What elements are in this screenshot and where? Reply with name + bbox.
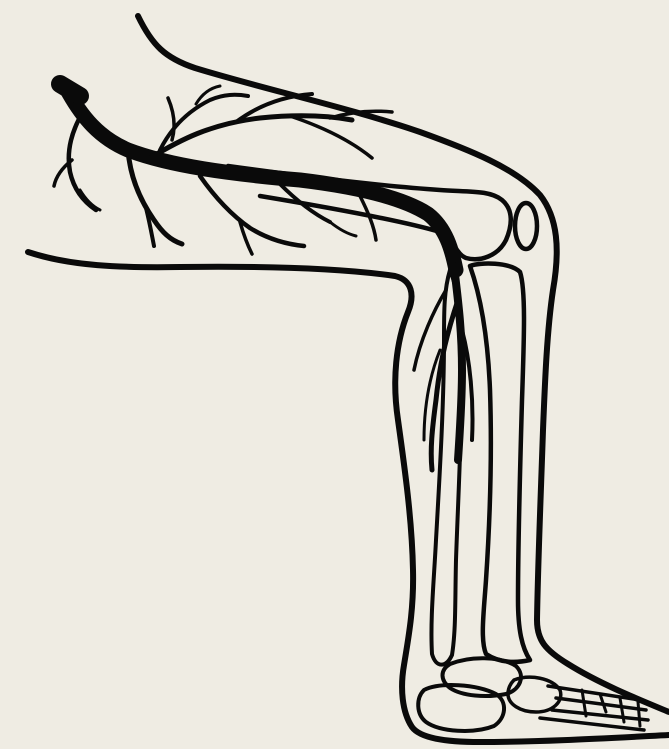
illustration-canvas (0, 0, 669, 749)
paper-background (0, 0, 669, 749)
leg-illustration (0, 0, 669, 749)
